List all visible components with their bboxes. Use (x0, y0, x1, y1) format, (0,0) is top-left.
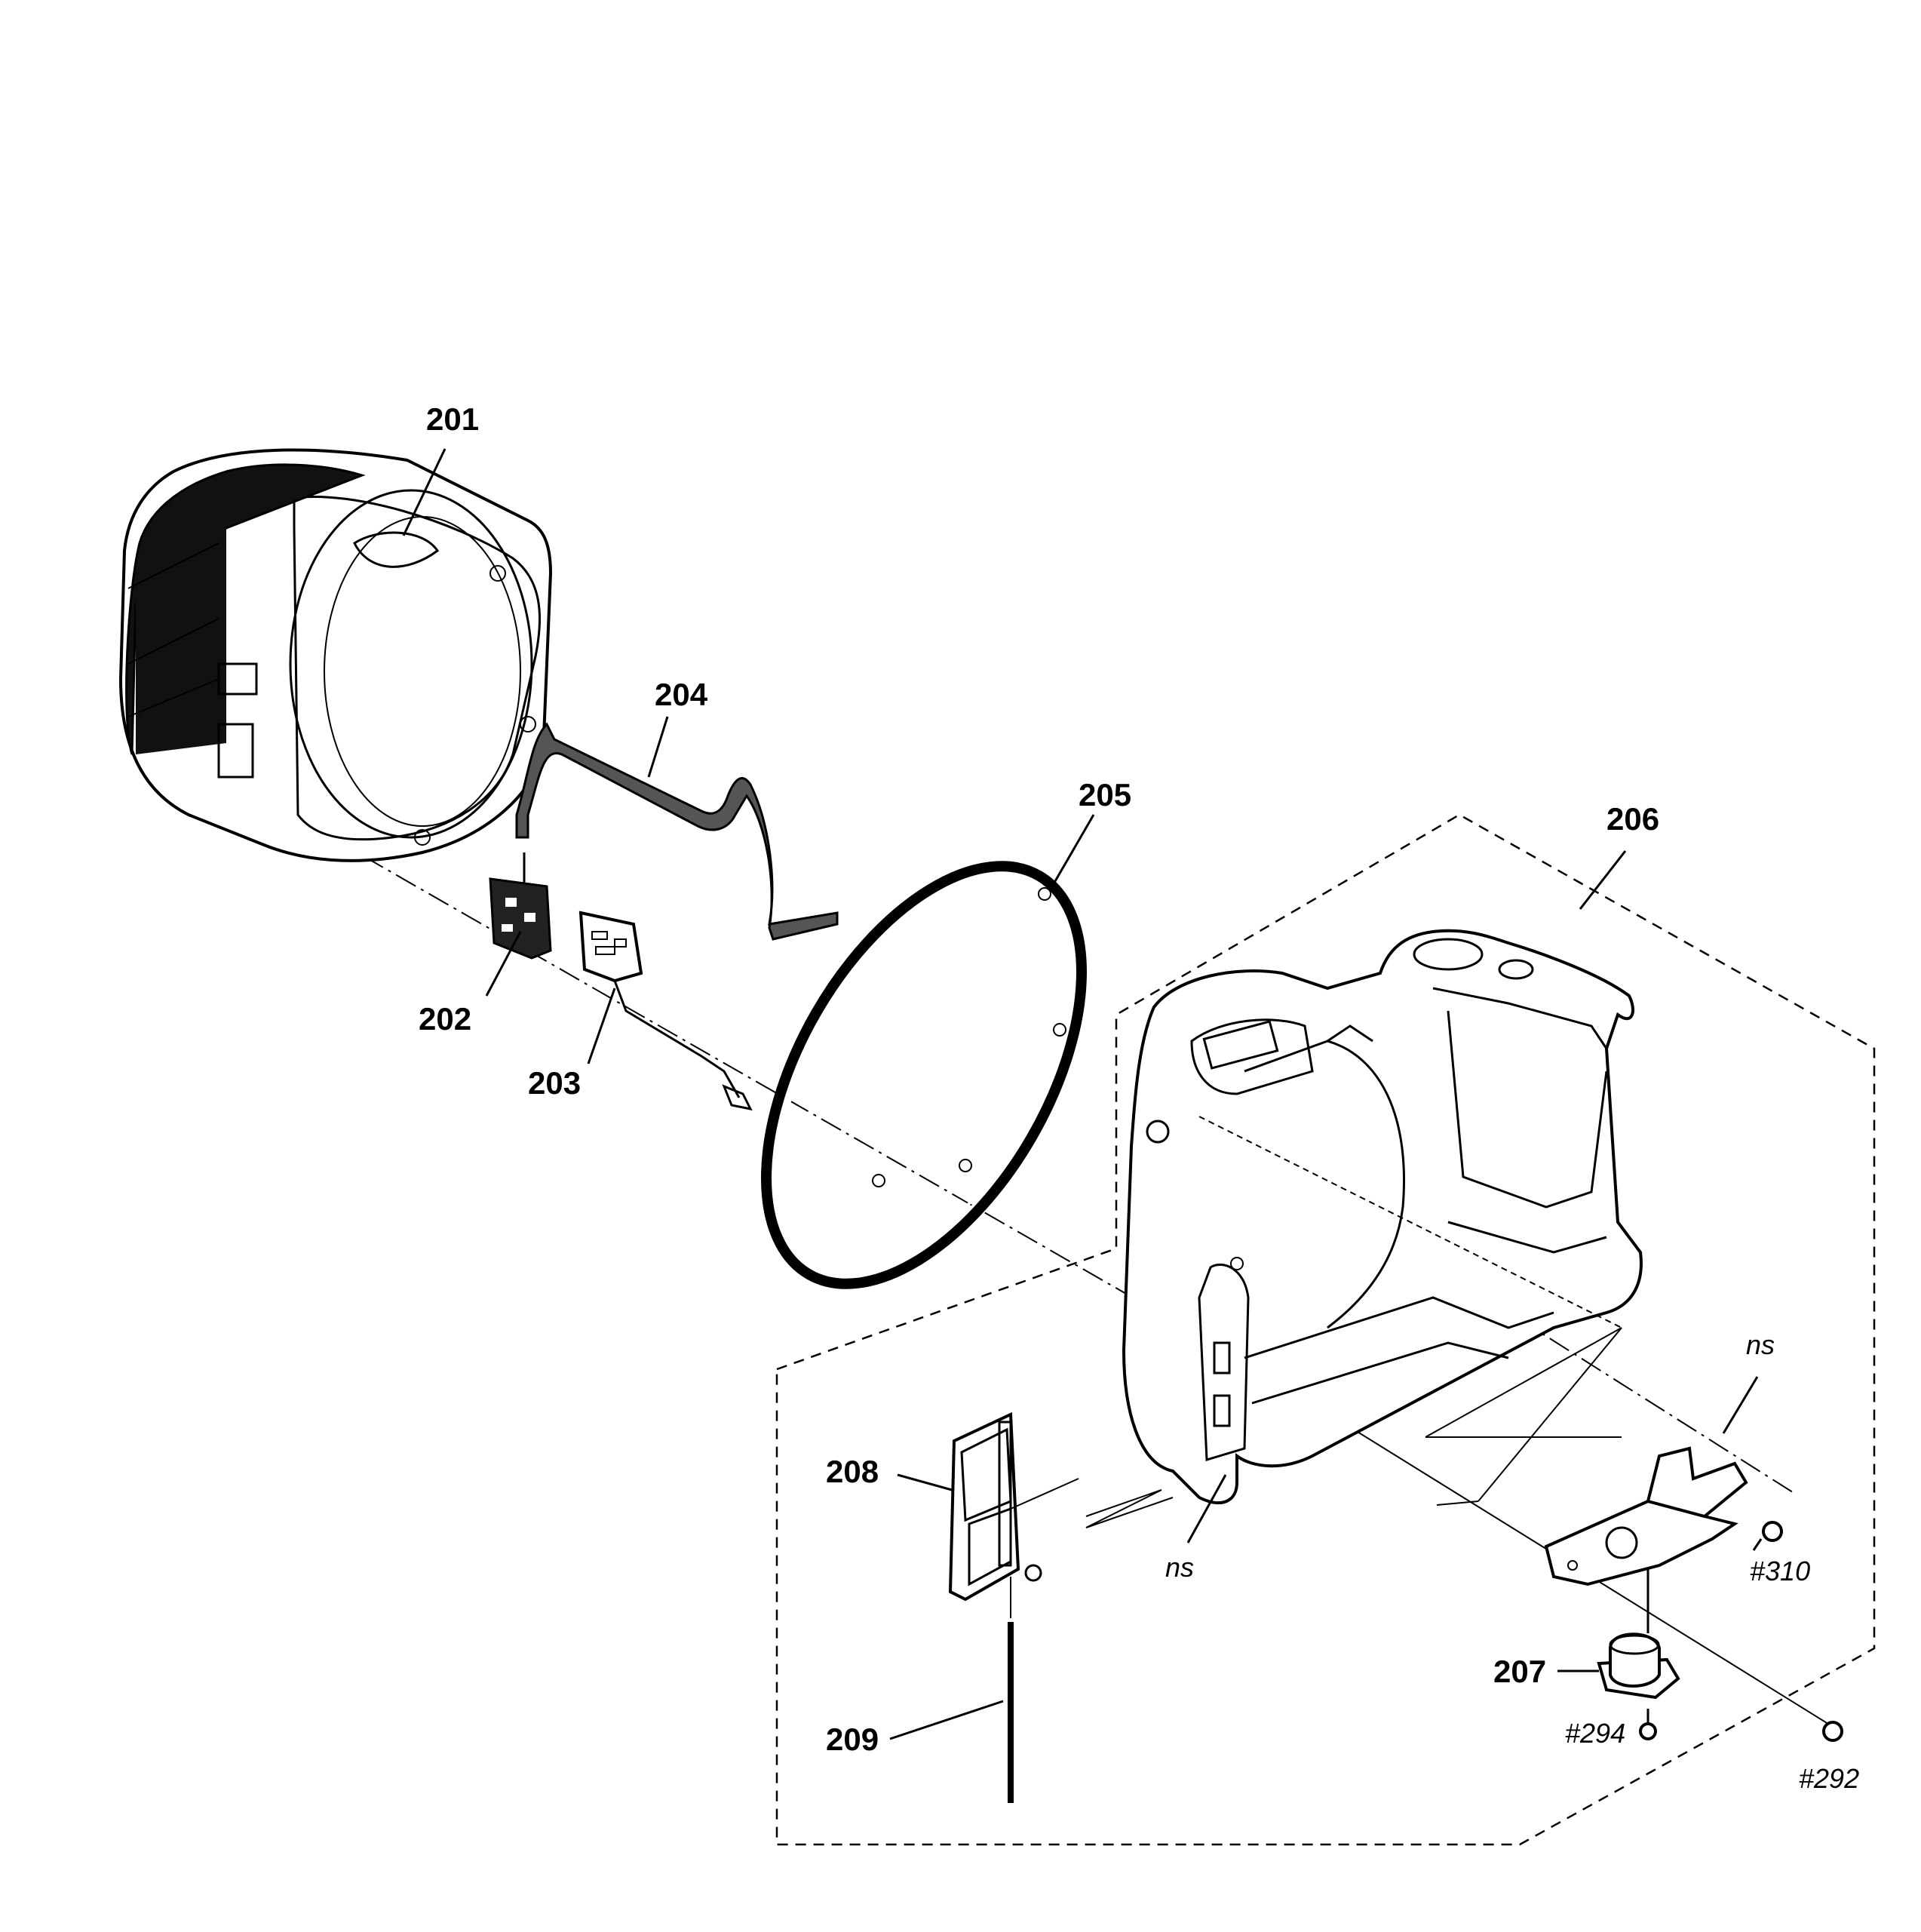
leader-204 (647, 716, 669, 778)
label-206: 206 (1606, 801, 1659, 837)
leader-ns-bottom (1186, 1474, 1227, 1543)
label-screw-310: #310 (1750, 1556, 1810, 1586)
part-208-cover-panel (948, 1411, 1079, 1602)
screw-292-icon (1822, 1721, 1843, 1742)
part-209-pin (1008, 1577, 1014, 1803)
leader-203 (587, 988, 616, 1064)
part-201-lens-barrel (118, 448, 553, 862)
label-203: 203 (528, 1065, 581, 1101)
grip-band (125, 463, 366, 755)
part-203-board (578, 911, 753, 1111)
callout-line-b (1425, 1327, 1622, 1438)
label-205: 205 (1079, 777, 1131, 812)
label-204: 204 (655, 677, 708, 712)
leader-206 (1579, 850, 1627, 910)
zigzag-connector (1085, 1489, 1174, 1528)
callout-line-a (1198, 1116, 1622, 1328)
leader-209 (889, 1700, 1004, 1740)
part-202-sensor-board (489, 852, 552, 960)
label-ns-bottom: ns (1165, 1552, 1194, 1583)
label-ns-top: ns (1746, 1329, 1775, 1360)
callout-line-e (1436, 1500, 1479, 1506)
label-208: 208 (826, 1454, 879, 1489)
part-206-body-frame (1122, 929, 1643, 1505)
axis-line-main (297, 818, 1245, 1362)
screw-310-icon (1752, 1521, 1783, 1551)
part-ns-bracket (1544, 1446, 1748, 1586)
part-207-component (1597, 1569, 1680, 1700)
leader-208 (897, 1473, 953, 1491)
label-screw-294: #294 (1565, 1718, 1625, 1749)
label-201: 201 (426, 401, 479, 437)
part-204-flex-cable (515, 722, 839, 941)
label-209: 209 (826, 1722, 879, 1757)
part-205-ring (761, 861, 1087, 1289)
label-202: 202 (419, 1001, 471, 1037)
screw-294-icon (1639, 1709, 1657, 1740)
callout-line-d (1478, 1327, 1622, 1502)
assembly-206-boundary (775, 813, 1876, 1846)
leader-ns-top (1722, 1376, 1759, 1434)
label-screw-292: #292 (1799, 1763, 1859, 1794)
label-207: 207 (1493, 1654, 1546, 1689)
leader-202 (485, 931, 522, 997)
leader-205 (1051, 814, 1095, 887)
leader-201 (402, 448, 446, 536)
